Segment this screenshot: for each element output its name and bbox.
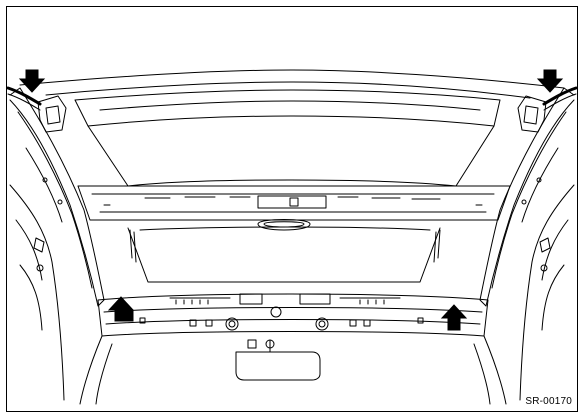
right-drain-hose [542,86,578,106]
rear-rail [97,293,489,337]
sunshade [127,227,441,283]
motor-unit [239,293,331,305]
windshield-opening [79,335,507,405]
arrow-bottom-left-up-icon [107,296,135,322]
roof-opening-inner [99,100,481,111]
panel-handle [257,219,311,231]
left-bracket [37,95,67,133]
roof-inner-edge [45,81,531,99]
roof-outer-edge [19,69,565,89]
cross-member [77,185,511,221]
figure-code-label: SR-00170 [525,396,572,407]
arrow-bottom-right-up-icon [440,304,468,331]
arrow-top-left-down-icon [18,69,46,93]
glass-panel-lower [127,179,457,187]
glass-panel [87,125,495,187]
arrow-top-right-down-icon [536,69,564,93]
roof-opening [74,89,501,127]
left-drain-hose [6,86,42,106]
left-pillar [9,87,105,307]
right-bracket [517,95,547,133]
diagram-frame [6,6,578,412]
right-pillar [479,87,575,307]
rear-view-mirror [235,351,321,381]
